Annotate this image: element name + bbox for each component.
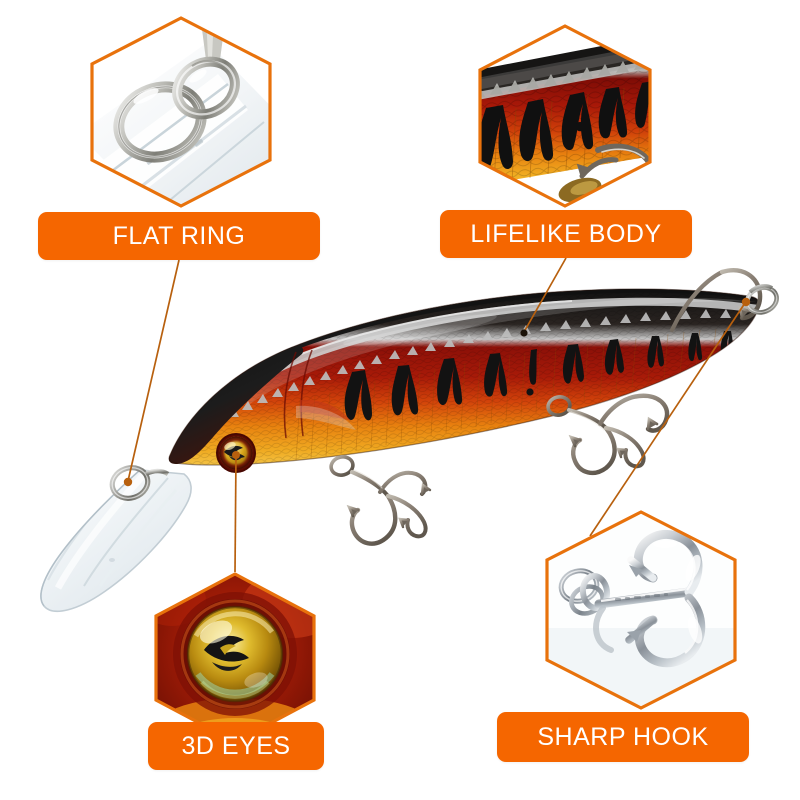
lure-body-closeup-photo xyxy=(478,24,652,208)
treble-hook-photo xyxy=(545,510,737,710)
callout-label-lifelike-body[interactable]: LIFELIKE BODY xyxy=(440,210,692,258)
callout-3d-eyes[interactable]: 3D EYES xyxy=(148,570,324,770)
callout-label-flat-ring[interactable]: FLAT RING xyxy=(38,212,320,260)
callout-flat-ring[interactable]: FLAT RING xyxy=(38,14,320,260)
callout-sharp-hook[interactable]: SHARP HOOK xyxy=(497,508,749,762)
label-text-3d-eyes: 3D EYES xyxy=(181,731,291,760)
callout-label-3d-eyes[interactable]: 3D EYES xyxy=(148,722,324,770)
golden-eye-photo xyxy=(154,572,316,744)
hex-flat-ring xyxy=(88,14,274,210)
lure-eye xyxy=(216,433,256,473)
callout-label-sharp-hook[interactable]: SHARP HOOK xyxy=(497,712,749,762)
label-text-lifelike-body: LIFELIKE BODY xyxy=(470,219,662,248)
label-text-flat-ring: FLAT RING xyxy=(112,221,246,250)
hex-3d-eyes xyxy=(152,570,318,746)
label-text-sharp-hook: SHARP HOOK xyxy=(537,722,709,751)
hex-sharp-hook xyxy=(543,508,739,712)
callout-lifelike-body[interactable]: LIFELIKE BODY xyxy=(440,22,692,258)
hex-lifelike-body xyxy=(476,22,654,210)
belly-treble-hook xyxy=(329,455,432,546)
split-ring-photo xyxy=(90,16,272,208)
